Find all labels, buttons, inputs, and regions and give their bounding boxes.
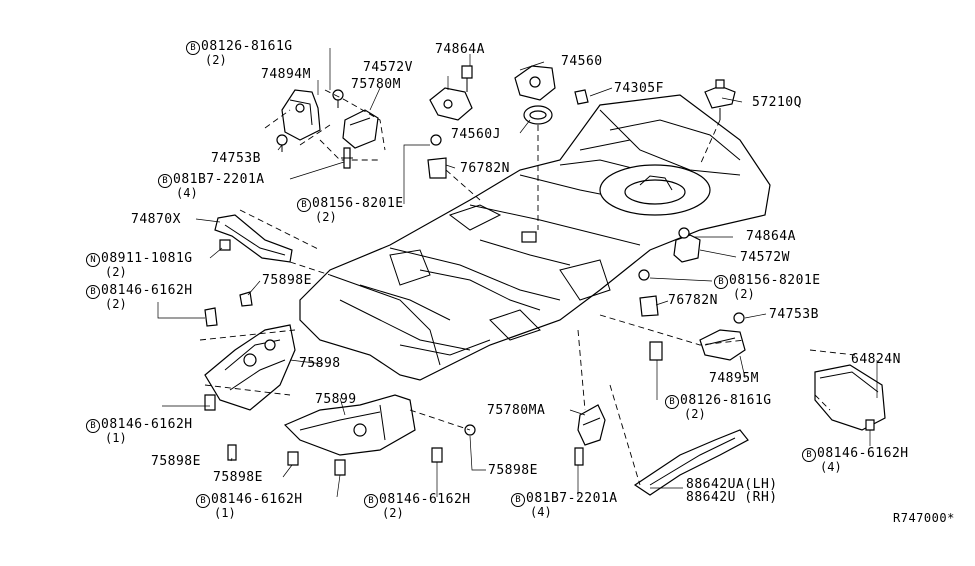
bracket-64824N — [809, 349, 886, 431]
label-74753B-right: 74753B — [769, 307, 819, 322]
mount-74572W — [673, 227, 701, 263]
bracket-75899 — [283, 394, 476, 476]
qty-08146-6162H-bot2: (2) — [382, 506, 404, 520]
label-64824N: 64824N — [851, 352, 901, 367]
label-74753B-left: 74753B — [211, 151, 261, 166]
mount-74894M — [264, 89, 331, 146]
reference-code: R747000* — [893, 511, 955, 525]
qty-08156-8201E-top: (2) — [315, 210, 337, 224]
qty-08146-6162H-bot1: (1) — [214, 506, 236, 520]
mount-74572V — [429, 65, 473, 121]
label-74560: 74560 — [561, 54, 603, 69]
label-75899: 75899 — [315, 392, 357, 407]
label-74870X: 74870X — [131, 212, 181, 227]
label-75898E-mid: 75898E — [213, 470, 263, 485]
mount-74895M — [599, 312, 746, 361]
bolt-76782N-right — [638, 269, 659, 317]
bolt-08146-lower-left — [204, 394, 216, 411]
mount-74560 — [514, 65, 556, 230]
label-75898: 75898 — [299, 356, 341, 371]
label-74894M: 74894M — [261, 67, 311, 82]
leader-lines — [157, 48, 878, 498]
label-76782N-top: 76782N — [460, 161, 510, 176]
label-74560J: 74560J — [451, 127, 501, 142]
qty-08156-8201E-right: (2) — [733, 287, 755, 301]
label-74572W: 74572W — [740, 250, 790, 265]
label-88642U: 88642U (RH) — [686, 490, 778, 505]
label-57210Q: 57210Q — [752, 95, 802, 110]
label-74572V: 74572V — [363, 60, 413, 75]
bolt-74753B-left — [276, 134, 288, 152]
mount-75780MA — [574, 329, 606, 466]
qty-08146-6162H-mid: (1) — [105, 431, 127, 445]
label-76782N-right: 76782N — [668, 293, 718, 308]
qty-081B7-2201A-bot: (4) — [530, 505, 552, 519]
label-74864A-top: 74864A — [435, 42, 485, 57]
bracket-74870X — [214, 209, 331, 276]
bracket-75898 — [199, 291, 296, 411]
mount-75780M — [319, 89, 386, 161]
bolt-75898E-lower-left — [227, 444, 237, 461]
bolt-08126-right — [649, 341, 663, 361]
bolt-081B7-top — [341, 147, 353, 169]
qty-08146-6162H-farright: (4) — [820, 460, 842, 474]
label-75780MA: 75780MA — [487, 403, 546, 418]
qty-08126-8161G-top: (2) — [205, 53, 227, 67]
label-75898E-top: 75898E — [262, 273, 312, 288]
label-88642UA: 88642UA(LH) — [686, 477, 778, 492]
qty-08146-6162H-left: (2) — [105, 297, 127, 311]
qty-08126-8161G-right: (2) — [684, 407, 706, 421]
label-74895M: 74895M — [709, 371, 759, 386]
floor-panel — [299, 94, 771, 381]
cap-57210Q — [699, 79, 736, 166]
label-74864A-right: 74864A — [746, 229, 796, 244]
bolt-76782N-top — [427, 134, 481, 201]
clip-74305F — [574, 89, 589, 105]
qty-081B7-2201A-top: (4) — [176, 186, 198, 200]
label-75898E-right: 75898E — [488, 463, 538, 478]
label-74305F: 74305F — [614, 81, 664, 96]
qty-08911-1081G: (2) — [105, 265, 127, 279]
label-75780M: 75780M — [351, 77, 401, 92]
label-75898E-left: 75898E — [151, 454, 201, 469]
